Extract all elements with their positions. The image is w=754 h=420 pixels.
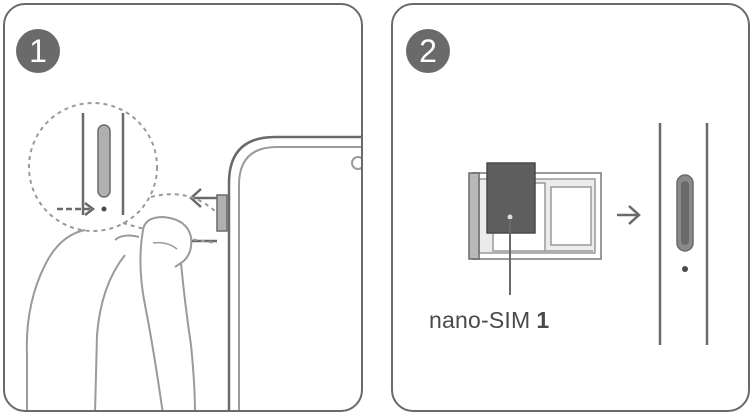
arrow-right-icon — [617, 205, 641, 225]
nano-sim-text: nano-SIM — [429, 307, 531, 333]
phone-side-edge — [658, 123, 709, 345]
step-1-badge: 1 — [16, 29, 60, 73]
step-2-panel: 2 — [391, 3, 750, 412]
step-2-badge: 2 — [406, 29, 450, 73]
finger-icon — [25, 215, 196, 410]
phone-icon — [216, 135, 361, 410]
step-1-panel: 1 — [3, 3, 363, 412]
step-1-illustration — [25, 102, 361, 410]
arrow-left-icon — [189, 188, 217, 243]
zoom-callout — [28, 102, 218, 244]
step-2-illustration — [468, 123, 709, 345]
sim-card-icon — [486, 162, 536, 295]
sim-slot-number: 1 — [536, 307, 550, 333]
